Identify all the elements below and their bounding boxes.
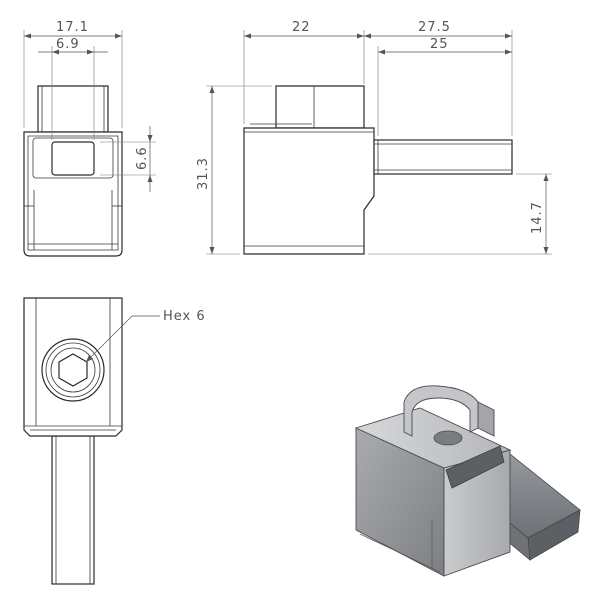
dim-front-slot-height: 6.6 bbox=[100, 126, 156, 192]
front-view bbox=[23, 85, 123, 257]
top-view bbox=[23, 297, 123, 585]
isometric-render bbox=[354, 385, 581, 577]
dim-label-6-9: 6.9 bbox=[56, 37, 80, 52]
dim-side-bar-length: 27.5 bbox=[364, 20, 513, 136]
dim-label-6-6: 6.6 bbox=[135, 146, 150, 170]
hex-callout-label: Hex 6 bbox=[163, 309, 206, 324]
dim-label-27-5: 27.5 bbox=[418, 20, 451, 35]
dim-label-17-1: 17.1 bbox=[56, 20, 89, 35]
dim-side-overall-height: 31.3 bbox=[196, 85, 272, 255]
dim-front-overall-width: 17.1 bbox=[23, 20, 123, 128]
dim-side-body-width: 22 bbox=[243, 20, 365, 124]
dim-label-31-3: 31.3 bbox=[196, 157, 211, 190]
dim-label-25: 25 bbox=[430, 37, 449, 52]
dim-side-bar-height: 14.7 bbox=[368, 173, 552, 255]
side-view bbox=[243, 85, 513, 255]
dim-label-14-7: 14.7 bbox=[530, 201, 545, 234]
hex-callout: Hex 6 bbox=[85, 309, 206, 363]
dim-front-inner-width: 6.9 bbox=[38, 37, 108, 140]
dim-side-bar-inner-length: 25 bbox=[377, 37, 512, 136]
dim-label-22: 22 bbox=[292, 20, 311, 35]
